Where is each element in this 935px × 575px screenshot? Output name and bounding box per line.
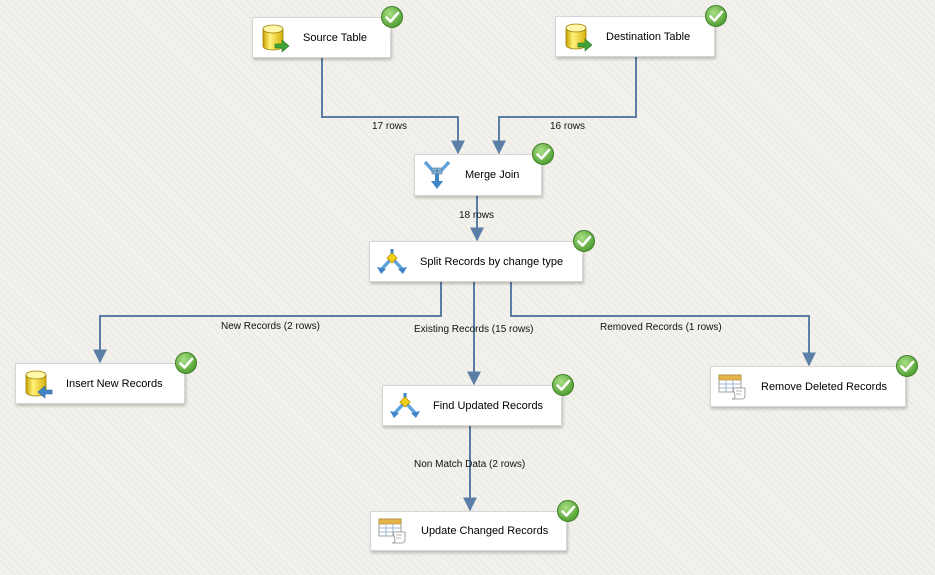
success-check-icon bbox=[174, 351, 198, 375]
success-check-icon bbox=[704, 4, 728, 28]
ole-db-command-icon bbox=[377, 515, 409, 547]
component-label: Update Changed Records bbox=[421, 525, 549, 537]
merge-join-component[interactable]: Merge Join bbox=[414, 154, 542, 196]
path-label-new-records: New Records (2 rows) bbox=[221, 321, 320, 332]
path-label-non-match: Non Match Data (2 rows) bbox=[414, 459, 526, 470]
database-source-icon bbox=[259, 22, 290, 53]
database-destination-icon bbox=[22, 368, 53, 399]
path-new-records[interactable] bbox=[93, 282, 442, 364]
success-check-icon bbox=[551, 373, 575, 397]
component-label: Merge Join bbox=[465, 169, 520, 181]
component-label: Source Table bbox=[303, 31, 368, 44]
database-source-icon bbox=[562, 21, 593, 52]
split-records-component[interactable]: Split Records by change type bbox=[369, 241, 583, 282]
success-check-icon bbox=[556, 499, 580, 523]
component-label: Split Records by change type bbox=[420, 255, 564, 268]
success-check-icon bbox=[895, 354, 919, 378]
component-label: Insert New Records bbox=[66, 377, 163, 390]
conditional-split-icon bbox=[376, 246, 408, 278]
path-label-source: 17 rows bbox=[372, 121, 408, 132]
path-label-removed-records: Removed Records (1 rows) bbox=[600, 322, 722, 333]
component-label: Remove Deleted Records bbox=[761, 380, 887, 393]
path-removed-records[interactable] bbox=[510, 282, 816, 367]
path-label-destination: 16 rows bbox=[550, 121, 586, 132]
find-updated-records-component[interactable]: Find Updated Records bbox=[382, 385, 562, 426]
remove-deleted-records-component[interactable]: Remove Deleted Records bbox=[710, 366, 906, 407]
ole-db-command-icon bbox=[717, 371, 749, 403]
source-table-component[interactable]: Source Table bbox=[252, 17, 391, 58]
component-label: Find Updated Records bbox=[433, 399, 544, 412]
success-check-icon bbox=[380, 5, 404, 29]
merge-join-icon bbox=[421, 159, 453, 191]
update-changed-records-component[interactable]: Update Changed Records bbox=[370, 511, 567, 551]
success-check-icon bbox=[572, 229, 596, 253]
conditional-split-icon bbox=[389, 390, 421, 422]
path-destination-to-merge[interactable] bbox=[492, 57, 637, 155]
destination-table-component[interactable]: Destination Table bbox=[555, 16, 715, 57]
insert-new-records-component[interactable]: Insert New Records bbox=[15, 363, 185, 404]
path-source-to-merge[interactable] bbox=[321, 58, 465, 155]
success-check-icon bbox=[531, 142, 555, 166]
path-label-existing-records: Existing Records (15 rows) bbox=[414, 324, 534, 335]
component-label: Destination Table bbox=[606, 30, 691, 43]
path-label-merge: 18 rows bbox=[459, 210, 495, 221]
